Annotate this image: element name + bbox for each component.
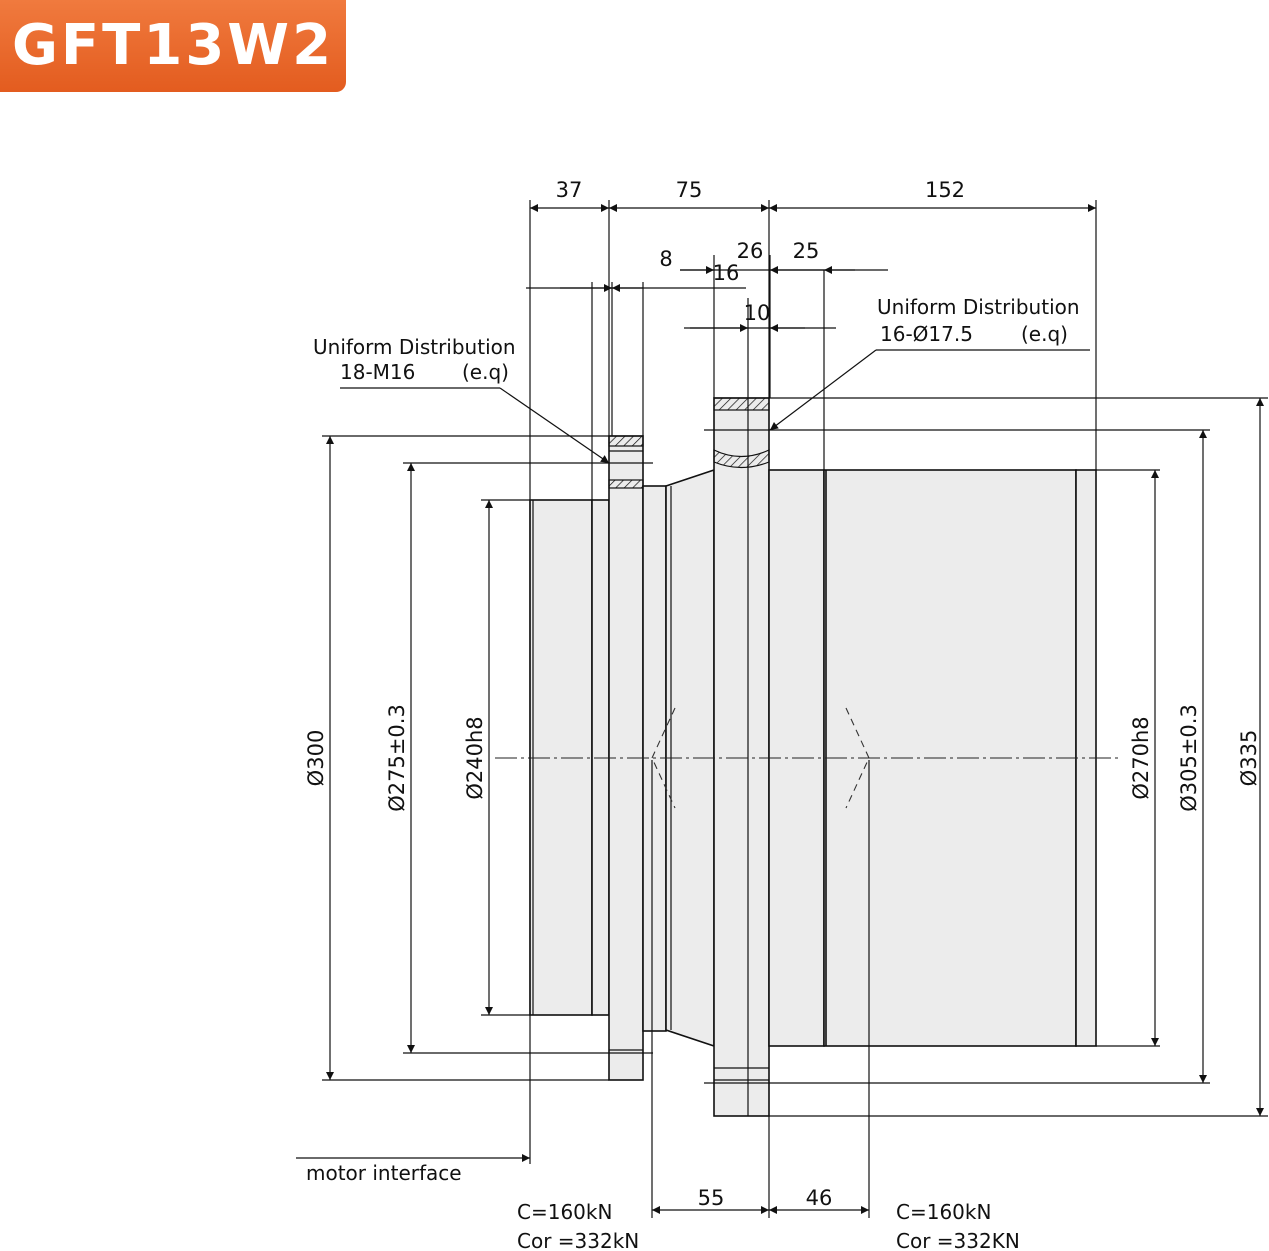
dimension-lines [296, 204, 1264, 1214]
dia-300: Ø300 [304, 730, 328, 787]
notes: Uniform Distribution 18-M16 (e.q) Unifor… [306, 295, 1080, 1251]
right-bearing-c: C=160kN [896, 1200, 991, 1224]
dim-26: 26 [737, 239, 764, 263]
right-bearing-cor: Cor =332KN [896, 1229, 1020, 1251]
model-badge: GFT13W2 [0, 0, 346, 92]
dia-240: Ø240h8 [463, 716, 487, 799]
right-holes-eq: (e.q) [1021, 322, 1068, 346]
left-holes-eq: (e.q) [462, 360, 509, 384]
extension-lines [322, 200, 1268, 1218]
left-bearing-c: C=160kN [517, 1200, 612, 1224]
gearbox-body [529, 397, 1097, 1117]
motor-interface-label: motor interface [306, 1161, 462, 1185]
dia-335: Ø335 [1237, 730, 1261, 787]
right-holes-spec: 16-Ø17.5 [880, 322, 973, 346]
left-bearing-cor: Cor =332kN [517, 1229, 639, 1251]
dim-152: 152 [925, 178, 965, 202]
dim-10: 10 [744, 301, 771, 325]
left-holes-title: Uniform Distribution [313, 335, 516, 359]
dim-37: 37 [556, 178, 583, 202]
dimension-labels: 37 75 152 8 16 26 25 10 55 46 Ø300 Ø275±… [304, 178, 1261, 1210]
dia-305: Ø305±0.3 [1177, 704, 1201, 812]
model-title: GFT13W2 [11, 13, 335, 78]
dim-16: 16 [713, 261, 740, 285]
dim-25: 25 [793, 239, 820, 263]
left-holes-spec: 18-M16 [340, 360, 415, 384]
right-holes-title: Uniform Distribution [877, 295, 1080, 319]
dia-270: Ø270h8 [1129, 716, 1153, 799]
dim-55: 55 [698, 1186, 725, 1210]
dia-275: Ø275±0.3 [385, 704, 409, 812]
dim-75: 75 [676, 178, 703, 202]
dim-46: 46 [806, 1186, 833, 1210]
dim-8: 8 [659, 247, 672, 271]
right-flange [713, 397, 770, 1117]
